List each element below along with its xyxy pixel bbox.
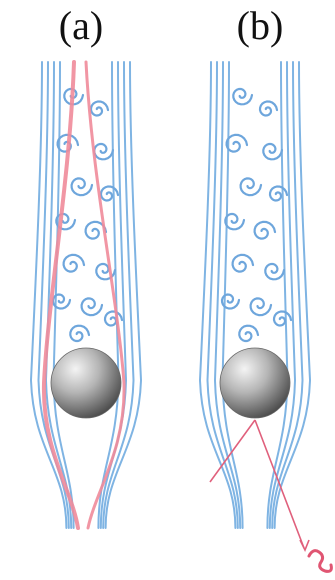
eddy xyxy=(270,187,287,201)
eddy xyxy=(72,178,92,195)
streamlines-a xyxy=(31,62,141,528)
eddy xyxy=(70,326,89,341)
eddy xyxy=(225,214,244,229)
sphere-icon xyxy=(220,348,290,418)
eddy xyxy=(233,89,252,104)
eddy xyxy=(265,264,284,279)
sphere-icon xyxy=(51,348,121,418)
eddy xyxy=(263,144,282,159)
eddy xyxy=(241,178,261,195)
eddy xyxy=(64,255,84,272)
eddy xyxy=(227,135,247,152)
eddy xyxy=(251,298,271,315)
eddy xyxy=(260,102,277,116)
light-rays-b xyxy=(210,420,309,550)
eddy xyxy=(94,144,113,159)
streamline xyxy=(98,62,118,528)
eddy xyxy=(91,102,108,116)
eddy xyxy=(105,312,122,326)
eddy xyxy=(82,298,102,315)
light-ray xyxy=(255,420,304,548)
arrowhead xyxy=(300,540,309,550)
panel-b xyxy=(200,62,331,571)
eddy xyxy=(239,326,258,341)
eddy xyxy=(274,312,291,326)
panel-a xyxy=(31,62,141,528)
streamlines-b xyxy=(200,62,310,528)
eddy xyxy=(255,222,275,239)
eddy xyxy=(101,187,118,201)
eddy xyxy=(233,255,253,272)
squiggle-icon xyxy=(309,551,331,572)
